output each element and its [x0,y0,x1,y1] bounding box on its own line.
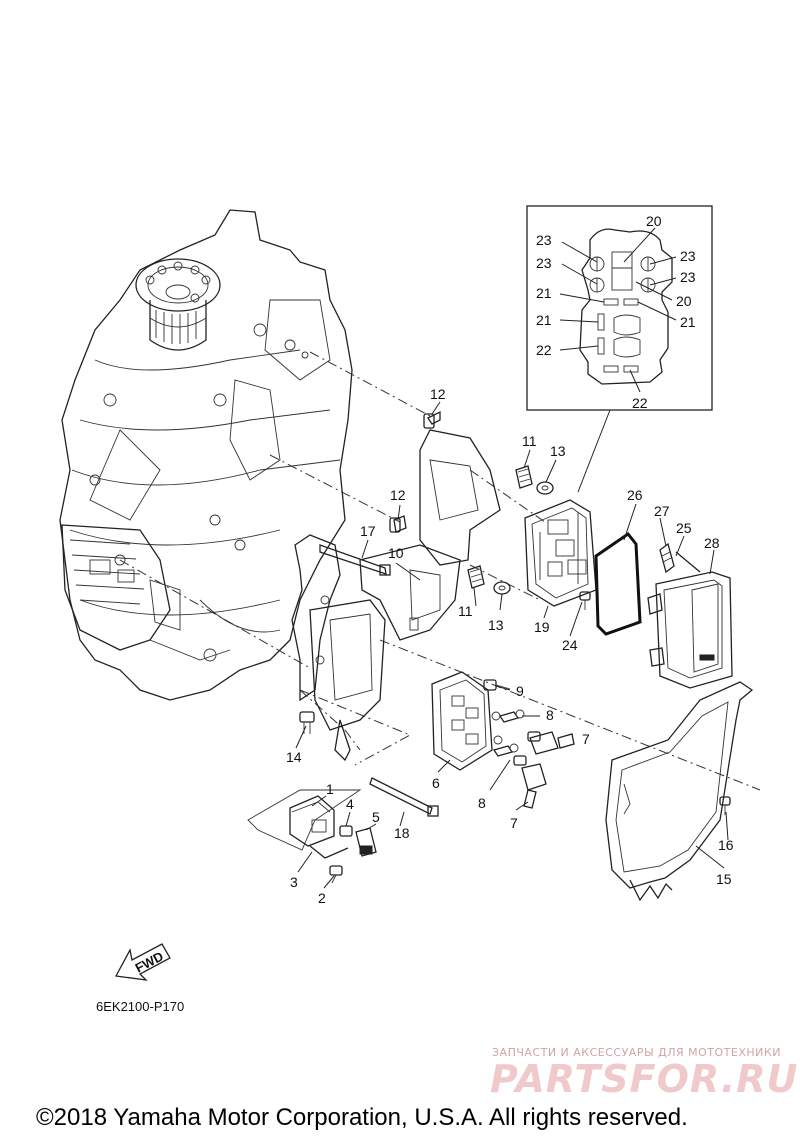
callout-8a: 8 [546,707,554,723]
part-10-bracket [359,429,501,641]
part-6-junction-block [431,671,503,771]
callout-19: 19 [534,619,550,635]
callout-4: 4 [346,796,354,812]
callout-16: 16 [718,837,734,853]
callout-8b: 8 [478,795,486,811]
watermark-brand: PARTSFOR.RU [490,1057,798,1101]
callout-23b: 23 [536,255,552,271]
callout-2: 2 [318,890,326,906]
callout-18: 18 [394,825,410,841]
callout-25: 25 [676,520,692,536]
part-19-module [524,499,597,607]
callout-10: 10 [388,545,404,561]
callout-22b: 22 [632,395,648,411]
inset-detail-box [526,205,713,493]
callout-14: 14 [286,749,302,765]
callout-23c: 23 [680,248,696,264]
callout-12a: 12 [430,386,446,402]
part-12-bolts [389,410,441,533]
callout-27: 27 [654,503,670,519]
callout-1: 1 [326,781,334,797]
part-7-caps [521,731,575,809]
callout-6: 6 [432,775,440,791]
callout-11a: 11 [522,433,537,449]
fwd-label: FWD [133,948,166,975]
callout-24: 24 [562,637,578,653]
copyright-notice: ©2018 Yamaha Motor Corporation, U.S.A. A… [36,1104,688,1131]
callout-leaders [295,401,729,889]
engine-block [59,209,353,701]
part-27-grommet [659,542,675,574]
callout-12b: 12 [390,487,406,503]
part-26-gasket [594,531,642,636]
callout-7b: 7 [510,815,518,831]
part-8-terminals [492,709,541,766]
callout-17: 17 [360,523,376,539]
part-9-bolt [483,679,511,691]
callout-13a: 13 [550,443,566,459]
nuts-and-washers [467,465,554,595]
callout-13b: 13 [488,617,504,633]
callout-15: 15 [716,871,732,887]
fwd-arrow-icon: FWD [114,943,171,981]
part-24-screw [579,591,591,610]
callout-3: 3 [290,874,298,890]
callout-21c: 21 [680,314,696,330]
callout-23d: 23 [680,269,696,285]
callout-20a: 20 [646,213,662,229]
cable-ties [319,544,439,817]
callout-20b: 20 [676,293,692,309]
callout-5: 5 [372,809,380,825]
part-28-cover [647,551,733,689]
diagram-code: 6EK2100-P170 [96,999,184,1014]
part-15-cover [605,681,754,902]
callout-21a: 21 [536,285,552,301]
callout-26: 26 [627,487,643,503]
part-14-bracket [291,534,386,762]
watermark-tagline: ЗАПЧАСТИ И АКСЕССУАРЫ ДЛЯ МОТОТЕХНИКИ [492,1046,781,1059]
callout-28: 28 [704,535,720,551]
callout-23a: 23 [536,232,552,248]
callout-9: 9 [516,683,524,699]
callout-22a: 22 [536,342,552,358]
callout-21b: 21 [536,312,552,328]
relay-group [247,789,377,884]
callout-numbers: 1 2 3 4 5 6 7 7 8 8 9 10 11 11 12 12 13 … [286,213,734,906]
projection-lines [119,351,761,791]
callout-7a: 7 [582,731,590,747]
callout-11b: 11 [458,603,473,619]
